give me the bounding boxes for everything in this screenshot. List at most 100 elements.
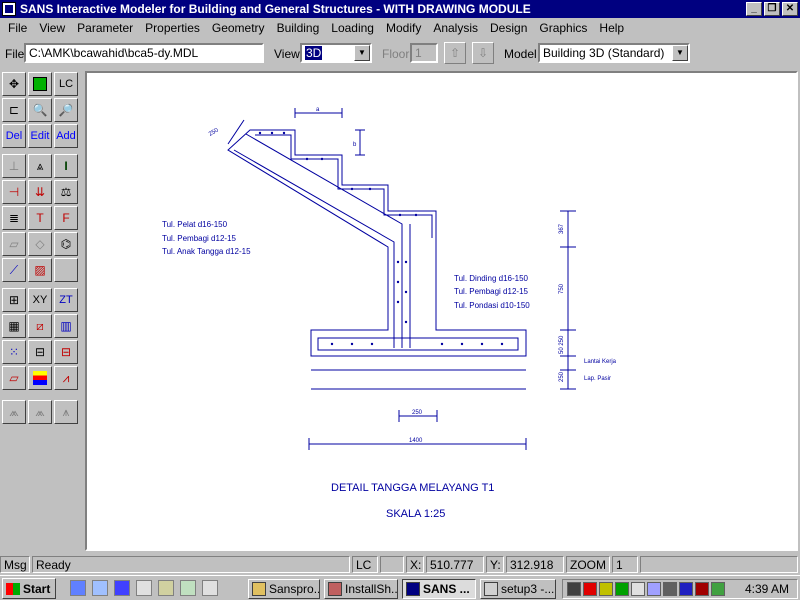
- task-setup3[interactable]: setup3 -...: [480, 579, 556, 599]
- chevron-down-icon[interactable]: ▼: [354, 45, 370, 61]
- menu-building[interactable]: Building: [276, 21, 320, 35]
- xy-view-button[interactable]: XY: [28, 288, 52, 312]
- menu-help[interactable]: Help: [599, 21, 625, 35]
- floor-plate-button[interactable]: ▱: [2, 366, 26, 390]
- start-button[interactable]: Start: [2, 578, 56, 599]
- tray-icon-6[interactable]: [647, 582, 661, 596]
- menu-view[interactable]: View: [39, 21, 66, 35]
- floor-down-button[interactable]: ⇩: [472, 42, 494, 64]
- zoom-label: ZOOM: [566, 556, 610, 573]
- floor-up-button[interactable]: ⇧: [444, 42, 466, 64]
- tray-icon-2[interactable]: [583, 582, 597, 596]
- task-sans[interactable]: SANS ...: [402, 579, 476, 599]
- title-bar[interactable]: SANS Interactive Modeler for Building an…: [0, 0, 800, 18]
- red-wall-button[interactable]: ⊟: [54, 340, 78, 364]
- bridge-tool-button[interactable]: ⩚: [54, 400, 78, 424]
- line-tool-button[interactable]: ⟋: [2, 258, 26, 282]
- tray-icon-1[interactable]: [567, 582, 581, 596]
- load-case-button[interactable]: LC: [54, 72, 78, 96]
- model-select-value: Building 3D (Standard): [543, 46, 665, 60]
- pan-button[interactable]: ✥: [2, 72, 26, 96]
- wall-tool-button[interactable]: ⊟: [28, 340, 52, 364]
- menu-modify[interactable]: Modify: [385, 21, 422, 35]
- ie-icon[interactable]: [70, 580, 86, 596]
- edit-app-icon[interactable]: [180, 580, 196, 596]
- node-tool-button[interactable]: ⊥: [2, 154, 26, 178]
- menu-design[interactable]: Design: [490, 21, 528, 35]
- app-icon[interactable]: [2, 2, 16, 16]
- close-button[interactable]: ✕: [782, 2, 798, 16]
- menu-geometry[interactable]: Geometry: [211, 21, 265, 35]
- grid-tool-button[interactable]: ⊞: [2, 288, 26, 312]
- add-button[interactable]: Add: [54, 124, 78, 148]
- tray-icon-9[interactable]: [695, 582, 709, 596]
- hatch-tool-button[interactable]: ▨: [28, 258, 52, 282]
- balance-tool-button[interactable]: ⚖: [54, 180, 78, 204]
- chevron-down-icon[interactable]: ▼: [672, 45, 688, 61]
- section-tool-button[interactable]: I: [54, 154, 78, 178]
- menu-file[interactable]: File: [8, 21, 28, 35]
- building-grid-button[interactable]: ▥: [54, 314, 78, 338]
- shortcut-icon[interactable]: [136, 580, 152, 596]
- line-icon: ⟋: [9, 262, 19, 277]
- clock[interactable]: 4:39 AM: [744, 582, 789, 596]
- menu-parameter[interactable]: Parameter: [77, 21, 134, 35]
- support-tool-button[interactable]: ⊣: [2, 180, 26, 204]
- spring-tool-button[interactable]: ≣: [2, 206, 26, 230]
- view-select[interactable]: 3D ▼: [300, 43, 372, 63]
- zoom-out-button[interactable]: 🔎: [54, 98, 78, 122]
- zt-view-button[interactable]: ZT: [54, 288, 78, 312]
- menu-analysis[interactable]: Analysis: [433, 21, 479, 35]
- volume-icon[interactable]: [631, 582, 645, 596]
- cursor-tool-icon[interactable]: [114, 580, 130, 596]
- frame-tool-button[interactable]: ▦: [2, 314, 26, 338]
- color-map-button[interactable]: [28, 366, 52, 390]
- slab-tool-button[interactable]: ⧄: [28, 314, 52, 338]
- mesh-tool-button[interactable]: ⌬: [54, 232, 78, 256]
- stair-tool-button[interactable]: ⩘: [54, 366, 78, 390]
- t-tool-button[interactable]: T: [28, 206, 52, 230]
- zoom-in-button[interactable]: 🔍: [28, 98, 52, 122]
- menu-graphics[interactable]: Graphics: [539, 21, 588, 35]
- grid-app-icon[interactable]: [158, 580, 174, 596]
- tower-tool-2-button[interactable]: ⩕: [28, 400, 52, 424]
- installer-icon: [328, 582, 342, 596]
- tray-icon-4[interactable]: [615, 582, 629, 596]
- green-box-button[interactable]: [28, 72, 52, 96]
- delete-button[interactable]: Del: [2, 124, 26, 148]
- menu-loading[interactable]: Loading: [331, 21, 374, 35]
- dim-v1-text: 367: [559, 223, 565, 234]
- windows-flag-icon: [6, 582, 20, 595]
- edit-button[interactable]: Edit: [28, 124, 52, 148]
- plate-icon: ▱: [9, 237, 19, 251]
- status-extra: [640, 556, 798, 573]
- tray-icon-10[interactable]: [711, 582, 725, 596]
- shell-tool-button[interactable]: ◇: [28, 232, 52, 256]
- select-node-button[interactable]: ⊏: [2, 98, 26, 122]
- load-tool-button[interactable]: ⇊: [28, 180, 52, 204]
- dotted-grid-button[interactable]: ⁙: [2, 340, 26, 364]
- floor-label: Floor: [382, 47, 410, 61]
- model-select[interactable]: Building 3D (Standard) ▼: [538, 43, 690, 63]
- f-tool-button[interactable]: F: [54, 206, 78, 230]
- drawing-canvas[interactable]: Tul. Pelat d16-150 Tul. Pembagi d12-15 T…: [85, 71, 798, 551]
- truss-tool-button[interactable]: ⩓: [28, 154, 52, 178]
- floor-field[interactable]: 1: [410, 43, 438, 63]
- minimize-button[interactable]: _: [746, 2, 762, 16]
- task-sanspro[interactable]: Sanspro...: [248, 579, 320, 599]
- tray-icon-7[interactable]: [663, 582, 677, 596]
- network-icon[interactable]: [92, 580, 108, 596]
- maximize-button[interactable]: ❐: [764, 2, 780, 16]
- plate-tool-button[interactable]: ▱: [2, 232, 26, 256]
- spring-icon: ≣: [8, 211, 20, 225]
- tower-tool-1-button[interactable]: ⩕: [2, 400, 26, 424]
- tray-icon-3[interactable]: [599, 582, 613, 596]
- file-path-field[interactable]: C:\AMK\bcawahid\bca5-dy.MDL: [24, 43, 264, 63]
- blank-tool-button[interactable]: [54, 258, 78, 282]
- rebar-top: [255, 134, 433, 238]
- menu-properties[interactable]: Properties: [145, 21, 200, 35]
- task-installshield[interactable]: InstallSh...: [324, 579, 398, 599]
- tray-icon-8[interactable]: [679, 582, 693, 596]
- speaker-app-icon[interactable]: [202, 580, 218, 596]
- task-label: Sanspro...: [269, 582, 320, 596]
